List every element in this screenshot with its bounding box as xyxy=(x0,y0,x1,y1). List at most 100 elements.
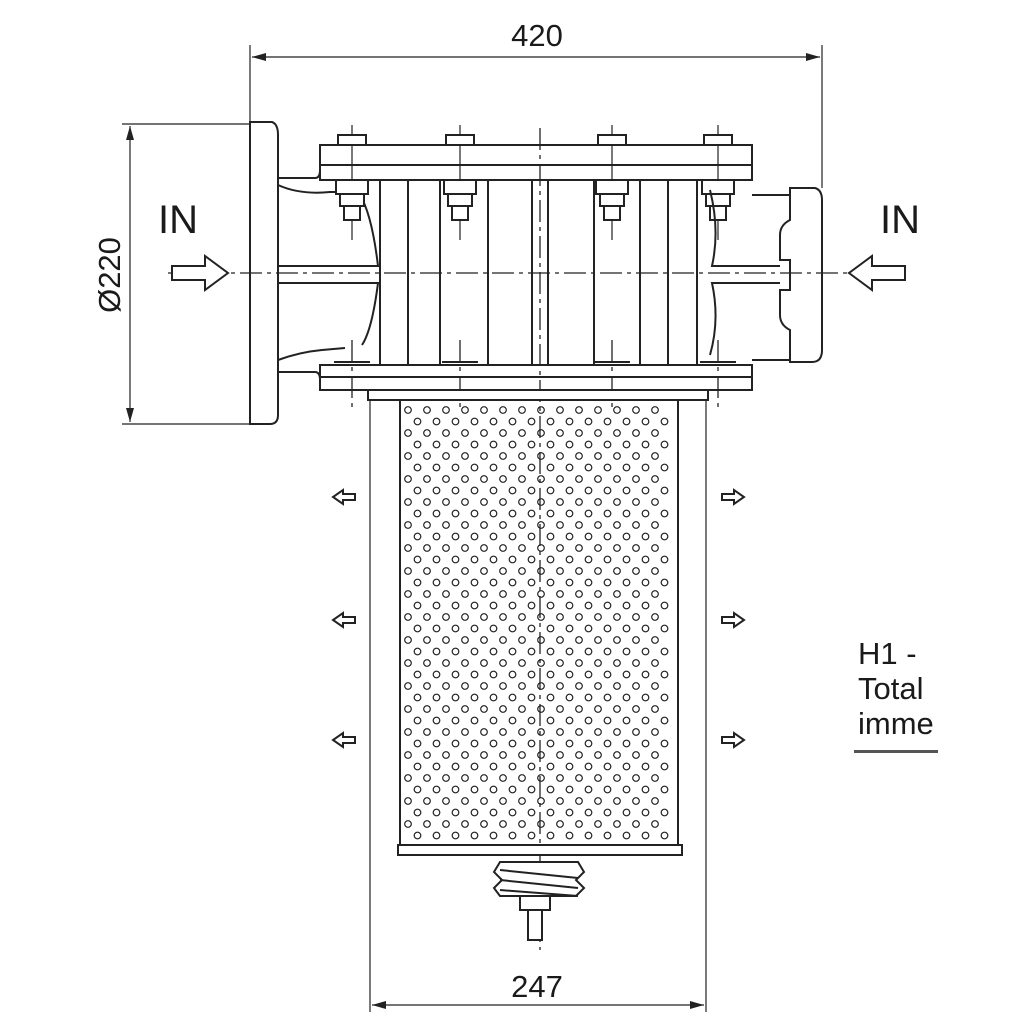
perforation-hole xyxy=(461,567,469,575)
perforation-hole xyxy=(480,705,488,713)
perforation-hole xyxy=(594,521,602,529)
perforation-hole xyxy=(660,808,669,817)
perforation-hole xyxy=(641,785,650,794)
side-note-line1: H1 - xyxy=(858,636,917,671)
perforation-hole xyxy=(622,647,631,656)
perforation-hole xyxy=(508,463,517,472)
perforation-hole xyxy=(613,429,621,437)
perforation-hole xyxy=(565,670,574,679)
perforation-hole xyxy=(461,613,469,621)
perforation-hole xyxy=(651,429,659,437)
perforation-hole xyxy=(404,797,412,805)
dimension-diameter-label: Ø220 xyxy=(92,237,127,313)
perforation-hole xyxy=(451,762,460,771)
perforation-hole xyxy=(584,555,593,564)
perforation-hole xyxy=(584,670,593,679)
perforation-hole xyxy=(499,797,507,805)
perforation-hole xyxy=(499,544,507,552)
perforation-hole xyxy=(413,624,422,633)
perforation-hole xyxy=(584,808,593,817)
perforation-hole xyxy=(613,452,621,460)
perforation-hole xyxy=(546,463,555,472)
perforation-hole xyxy=(594,682,602,690)
perforation-hole xyxy=(651,498,659,506)
perforation-hole xyxy=(432,647,441,656)
perforation-hole xyxy=(613,636,621,644)
perforation-hole xyxy=(613,567,621,575)
perforation-hole xyxy=(546,417,555,426)
perforation-hole xyxy=(613,682,621,690)
perforation-hole xyxy=(527,716,536,725)
perforation-hole xyxy=(499,636,507,644)
perforation-hole xyxy=(622,808,631,817)
perforation-hole xyxy=(660,509,669,518)
filter-housing xyxy=(319,144,753,391)
perforation-hole xyxy=(632,498,640,506)
perforation-hole xyxy=(660,463,669,472)
perforation-hole xyxy=(480,659,488,667)
perforation-hole xyxy=(470,739,479,748)
perforation-hole xyxy=(499,613,507,621)
perforation-hole xyxy=(622,624,631,633)
perforation-hole xyxy=(451,647,460,656)
perforation-hole xyxy=(470,555,479,564)
perforation-hole xyxy=(442,452,450,460)
perforation-hole xyxy=(404,498,412,506)
bolt-icon xyxy=(594,125,630,410)
perforation-hole xyxy=(442,521,450,529)
perforation-hole xyxy=(546,578,555,587)
outflow-arrow-left-icon xyxy=(331,611,356,629)
perforation-hole xyxy=(537,567,545,575)
perforation-hole xyxy=(565,739,574,748)
perforation-hole xyxy=(632,797,640,805)
perforation-hole xyxy=(565,624,574,633)
perforation-hole xyxy=(584,463,593,472)
perforation-hole xyxy=(613,475,621,483)
perforation-hole xyxy=(432,831,441,840)
perforation-hole xyxy=(470,670,479,679)
perforation-hole xyxy=(641,509,650,518)
perforation-hole xyxy=(451,808,460,817)
perforation-hole xyxy=(518,682,526,690)
perforation-hole xyxy=(527,440,536,449)
perforation-hole xyxy=(660,670,669,679)
perforation-hole xyxy=(632,613,640,621)
perforation-hole xyxy=(413,785,422,794)
perforation-hole xyxy=(641,831,650,840)
perforation-hole xyxy=(584,693,593,702)
perforation-hole xyxy=(423,613,431,621)
perforation-hole xyxy=(432,417,441,426)
perforation-hole xyxy=(584,762,593,771)
perforation-hole xyxy=(603,601,612,610)
perforation-hole xyxy=(423,659,431,667)
perforation-hole xyxy=(413,555,422,564)
perforation-hole xyxy=(451,670,460,679)
perforation-hole xyxy=(594,498,602,506)
perforation-hole xyxy=(518,498,526,506)
perforation-hole xyxy=(451,486,460,495)
perforation-hole xyxy=(565,440,574,449)
perforation-hole xyxy=(499,728,507,736)
perforation-hole xyxy=(404,590,412,598)
perforation-hole xyxy=(575,567,583,575)
perforation-hole xyxy=(594,636,602,644)
perforation-hole xyxy=(404,659,412,667)
perforation-hole xyxy=(603,693,612,702)
perforation-hole xyxy=(537,475,545,483)
perforation-hole xyxy=(480,544,488,552)
perforation-hole xyxy=(632,429,640,437)
perforation-hole xyxy=(537,498,545,506)
perforation-hole xyxy=(442,636,450,644)
perforation-hole xyxy=(641,440,650,449)
perforation-hole xyxy=(660,486,669,495)
perforation-hole xyxy=(451,693,460,702)
perforation-hole xyxy=(423,636,431,644)
perforation-hole xyxy=(527,578,536,587)
perforation-hole xyxy=(594,613,602,621)
perforation-hole xyxy=(651,682,659,690)
perforation-hole xyxy=(404,521,412,529)
perforation-hole xyxy=(575,797,583,805)
perforation-hole xyxy=(622,417,631,426)
perforation-hole xyxy=(518,613,526,621)
